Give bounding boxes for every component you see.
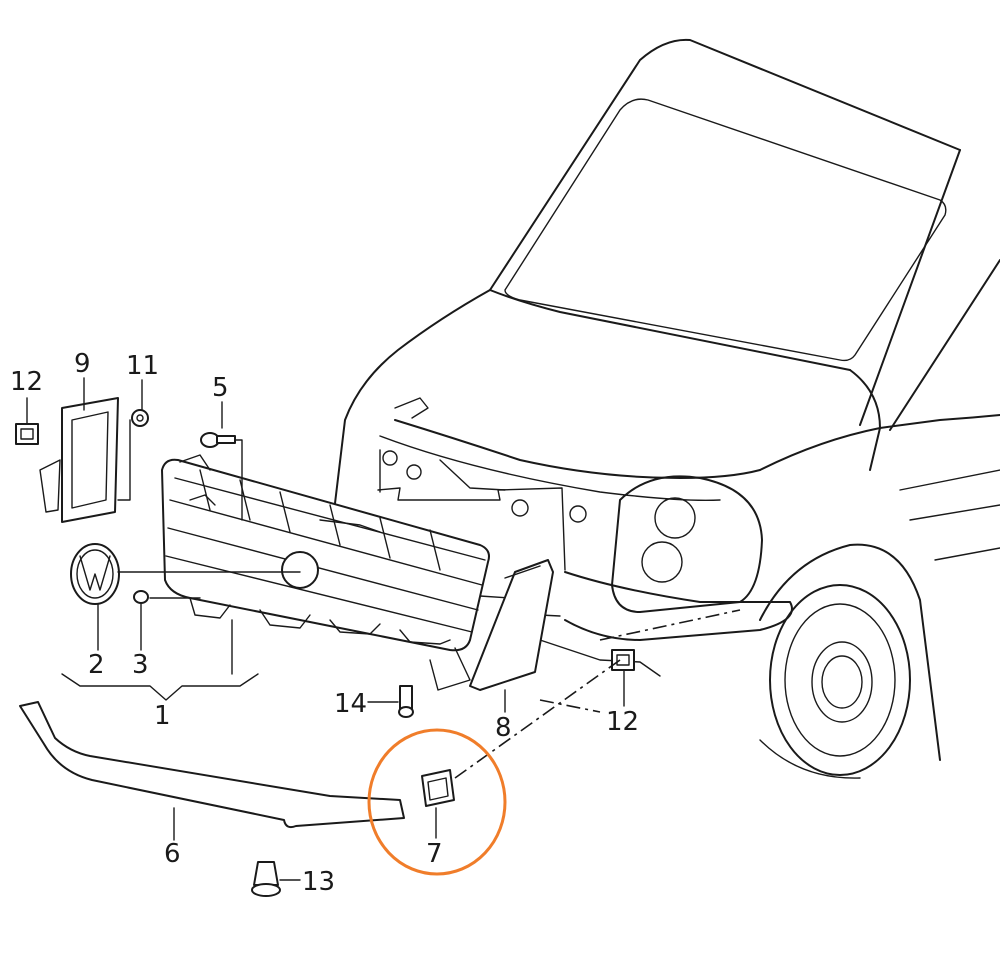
callout-12-left: 12 [10, 367, 43, 397]
screw-5 [200, 432, 236, 448]
callouts: 1 2 3 5 6 7 8 9 11 12 12 13 14 [10, 349, 639, 897]
callout-11: 11 [126, 351, 159, 381]
callout-1: 1 [154, 701, 171, 731]
callout-9: 9 [74, 349, 91, 379]
bracket [39, 397, 119, 523]
vehicle-body [332, 38, 1000, 779]
callout-12-right: 12 [606, 707, 639, 737]
spring-nut [133, 590, 149, 604]
highlight-circle [367, 728, 507, 876]
callout-3: 3 [132, 650, 149, 680]
mounting-bracket [421, 769, 455, 807]
callout-5: 5 [212, 373, 229, 403]
clip-right [611, 649, 635, 671]
callout-6: 6 [164, 839, 181, 869]
leader-lines [26, 377, 741, 881]
air-guide [469, 559, 554, 691]
nut [131, 409, 149, 427]
expanding-rivet [251, 861, 281, 897]
radiator-grille [161, 454, 490, 691]
callout-14: 14 [334, 689, 367, 719]
callout-2: 2 [88, 650, 105, 680]
front-spoiler [19, 701, 405, 829]
callout-7: 7 [426, 839, 443, 869]
screw-14 [398, 685, 414, 718]
emblem [70, 543, 120, 605]
callout-13: 13 [302, 867, 335, 897]
callout-8: 8 [495, 713, 512, 743]
clip-left [15, 423, 39, 445]
